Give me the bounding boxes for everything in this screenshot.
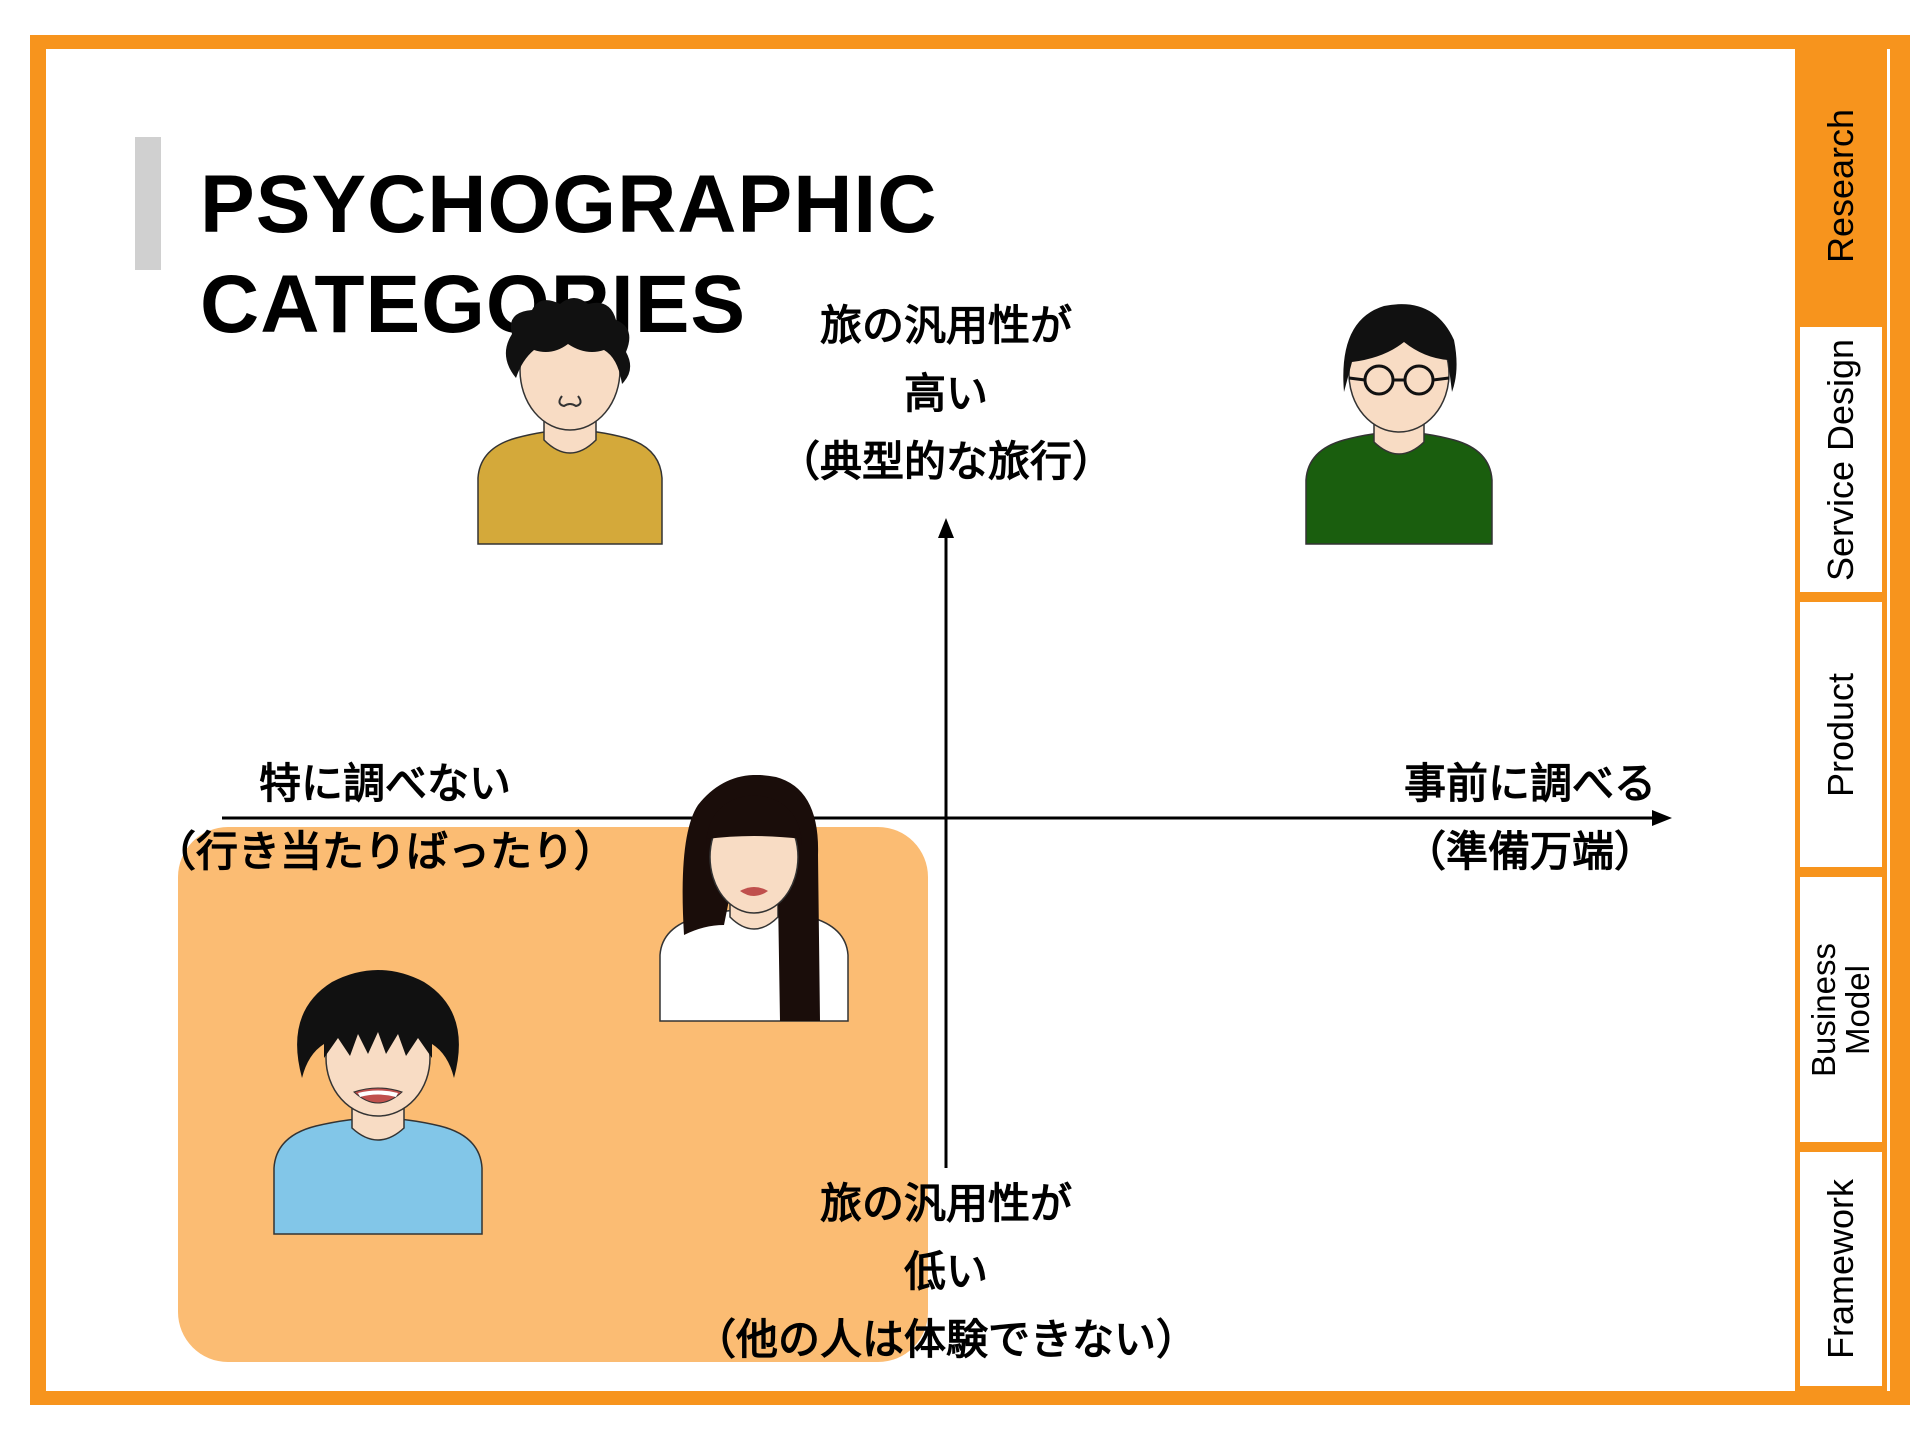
axis-label-top: 旅の汎用性が 高い （典型的な旅行） (746, 292, 1146, 496)
tab-framework[interactable]: Framework (1795, 1147, 1887, 1391)
axis-label-right-line: 事前に調べる (1403, 759, 1656, 808)
axis-label-right-line: （準備万端） (1403, 827, 1656, 876)
frame-border (30, 1391, 1910, 1405)
tab-product[interactable]: Product (1795, 597, 1887, 872)
axis-label-bottom-line: 低い (903, 1247, 988, 1296)
tab-research[interactable]: Research (1795, 49, 1887, 322)
frame-border (1890, 35, 1910, 1405)
tab-business-model[interactable]: Business Model (1795, 872, 1887, 1147)
page-title: PSYCHOGRAPHIC CATEGORIES (200, 159, 938, 350)
axis-label-left-line: （行き当たりばったり） (153, 827, 616, 876)
axis-label-top-line: 旅の汎用性が (819, 301, 1072, 350)
axis-label-top-line: （典型的な旅行） (777, 437, 1114, 486)
right-arrow-icon (1652, 810, 1672, 826)
persona-long-hair-icon (659, 775, 849, 1022)
frame-border (30, 35, 1910, 49)
up-arrow-icon (938, 518, 954, 538)
axis-label-bottom: 旅の汎用性が 低い （他の人は体験できない） (666, 1170, 1226, 1374)
side-navigation: Research Service Design Product Business… (1795, 49, 1890, 1391)
axis-label-left: 特に調べない （行き当たりばったり） (150, 750, 620, 886)
axis-label-bottom-line: 旅の汎用性が (819, 1179, 1072, 1228)
tab-service-design[interactable]: Service Design (1795, 322, 1887, 597)
axis-label-bottom-line: （他の人は体験できない） (693, 1315, 1198, 1364)
frame-border (30, 35, 46, 1405)
axis-label-left-line: 特に調べない (258, 759, 511, 808)
title-accent-bar (135, 137, 161, 270)
axis-label-right: 事前に調べる （準備万端） (1370, 750, 1690, 886)
persona-curly-hair-icon (477, 298, 663, 545)
axis-label-top-line: 高い (903, 369, 988, 418)
persona-bowl-cut-icon (273, 970, 483, 1235)
persona-glasses-icon (1305, 304, 1493, 545)
